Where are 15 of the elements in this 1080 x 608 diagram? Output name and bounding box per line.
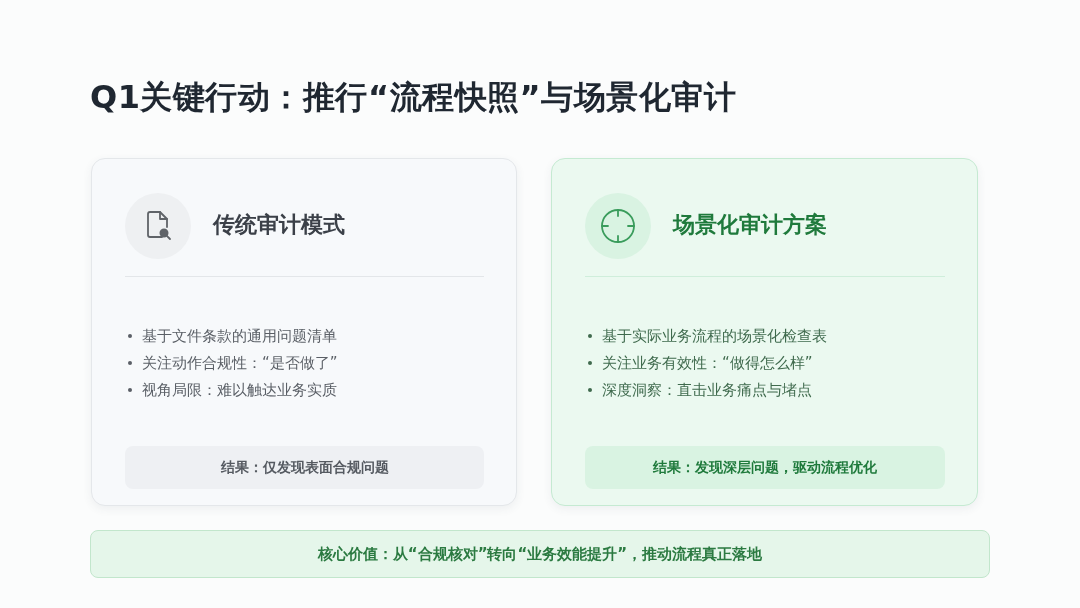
bullet-text: 基于实际业务流程的场景化检查表 (602, 325, 827, 347)
comparison-card (551, 158, 978, 506)
bullet-text: 视角局限：难以触达业务实质 (142, 379, 337, 401)
card-heading: 传统审计模式 (213, 211, 345, 239)
result-text: 结果：仅发现表面合规问题 (220, 458, 389, 477)
summary-banner (90, 530, 990, 578)
bullet-text: 基于文件条款的通用问题清单 (142, 325, 337, 347)
bullet-text: 关注动作合规性：“是否做了” (142, 352, 338, 374)
card-heading: 场景化审计方案 (673, 211, 827, 239)
bullet-text: 关注业务有效性：“做得怎么样” (602, 352, 813, 374)
result-text: 结果：发现深层问题，驱动流程优化 (653, 458, 877, 477)
banner-text: 核心价值：从“合规核对”转向“业务效能提升”，推动流程真正落地 (317, 544, 763, 564)
bullet-text: 深度洞察：直击业务痛点与堵点 (602, 379, 812, 401)
slide-title: Q1关键行动：推行“流程快照”与场景化审计 (90, 77, 737, 118)
comparison-card (91, 158, 517, 506)
